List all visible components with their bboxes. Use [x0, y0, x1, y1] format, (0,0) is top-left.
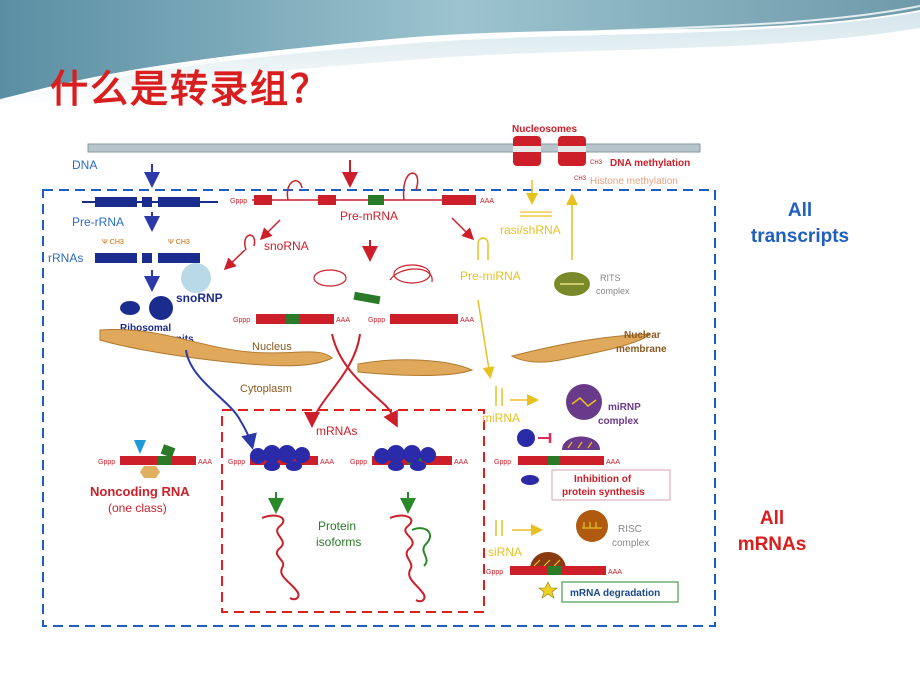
inhibited-subunit — [521, 475, 539, 485]
mirna-label: miRNA — [482, 411, 520, 425]
nucleosomes — [513, 136, 586, 166]
ch3-label-b: CH3 — [574, 176, 587, 182]
mrna-nucleus-2 — [390, 314, 458, 324]
pre-mirna-hairpin — [477, 237, 489, 260]
dna-methylation-label: DNA methylation — [610, 158, 690, 169]
mrnas-label: mRNAs — [316, 424, 357, 438]
snorna-loop — [244, 234, 256, 251]
histone-methylation-label: Histone methylation — [590, 176, 678, 187]
all-transcripts-label: All transcripts — [730, 198, 870, 250]
gppp-1: Gppp — [230, 198, 247, 205]
pre-mrna-label: Pre-mRNA — [340, 209, 398, 223]
mrna-degradation-label: mRNA degradation — [570, 588, 660, 599]
nucleosomes-label: Nucleosomes — [512, 124, 577, 135]
header-wave — [0, 0, 920, 110]
mirnp-label-2: complex — [598, 416, 639, 427]
slide-title: 什么是转录组？ — [50, 66, 331, 111]
risc-label-1: RISC — [618, 524, 642, 535]
aaa-7: AAA — [606, 459, 620, 466]
pre-rrna — [82, 197, 218, 207]
inhibition-label-1: Inhibition of — [574, 474, 632, 485]
aaa-5: AAA — [454, 459, 468, 466]
snorna-label: snoRNA — [264, 239, 309, 253]
protein-label-2: isoforms — [316, 535, 361, 549]
mrna-nucleus-1 — [256, 314, 334, 324]
risc-complex — [576, 510, 608, 542]
rits-label-2: complex — [596, 286, 630, 296]
noncoding-rna-strand — [120, 456, 196, 465]
spliced-introns — [313, 264, 433, 305]
polysome-2 — [372, 445, 452, 471]
protein-label-1: Protein — [318, 519, 356, 533]
mirna-target-mrna — [518, 456, 604, 465]
cytoplasm-label: Cytoplasm — [240, 383, 292, 395]
ch3-label-a: CH3 — [590, 160, 603, 166]
all-mrnas-line1: All — [759, 508, 785, 529]
nuclear-membrane — [99, 329, 652, 376]
mrna-degradation-box — [561, 581, 679, 603]
gppp-6: Gppp — [98, 459, 115, 466]
noncoding-green-block — [160, 444, 176, 458]
all-transcripts-line2: transcripts — [750, 226, 850, 247]
nuclear-label-1: Nuclear — [624, 330, 661, 341]
dna-label: DNA — [72, 158, 97, 172]
mirnp-label-1: miRNP — [608, 402, 641, 413]
inhibition-label-2: protein synthesis — [562, 487, 645, 498]
all-transcripts-box — [42, 189, 716, 627]
pre-rrna-label: Pre-rRNA — [72, 215, 124, 229]
gppp-4: Gppp — [228, 459, 245, 466]
psi-ch3-2: Ψ CH3 — [168, 239, 190, 246]
gppp-5: Gppp — [350, 459, 367, 466]
pre-mrna — [252, 172, 476, 205]
aaa-8: AAA — [608, 569, 622, 576]
inhibition-box — [551, 469, 671, 501]
aaa-4: AAA — [320, 459, 334, 466]
all-transcripts-line1: All — [787, 200, 813, 221]
gppp-7: Gppp — [494, 459, 511, 466]
ribosome-small — [120, 301, 140, 315]
all-mrnas-box — [221, 409, 485, 613]
cleavage-star — [538, 581, 558, 599]
aaa-3: AAA — [460, 317, 474, 324]
rasi-shrna-label: rasi/shRNA — [500, 223, 561, 237]
rits-label-1: RITS — [600, 273, 621, 283]
noncoding-hex — [140, 466, 160, 478]
protein-isoform-2 — [389, 514, 426, 603]
noncoding-rna-label: Noncoding RNA — [90, 484, 190, 499]
sirna-label: siRNA — [488, 545, 522, 559]
protein-isoform-1 — [261, 514, 300, 601]
one-class-label: (one class) — [108, 501, 167, 515]
aaa-2: AAA — [336, 317, 350, 324]
ribosomal-label-1: Ribosomal — [120, 323, 171, 334]
all-mrnas-label: All mRNAs — [722, 506, 822, 558]
noncoding-triangle — [134, 440, 146, 454]
nuclear-label-2: membrane — [616, 344, 667, 355]
pre-mirna-label: Pre-miRNA — [460, 269, 521, 283]
sirna-target-mrna — [510, 566, 606, 575]
psi-ch3-1: Ψ CH3 — [102, 239, 124, 246]
dna-strand — [87, 143, 701, 153]
risc-label-2: complex — [612, 538, 649, 549]
risc-on-mrna — [530, 552, 566, 570]
aaa-6: AAA — [198, 459, 212, 466]
ribosome-large — [149, 296, 173, 320]
aaa-1: AAA — [480, 198, 494, 205]
snornp-complex — [181, 263, 211, 293]
rrnas-label: rRNAs — [48, 251, 83, 265]
inhibited-ribosome — [517, 429, 535, 447]
transcriptome-diagram: DNA Nucleosomes CH3 CH3 DNA methylation … — [42, 124, 716, 627]
gppp-2: Gppp — [233, 317, 250, 324]
rrnas — [95, 253, 200, 263]
polysome-1 — [250, 445, 318, 471]
gppp-3: Gppp — [368, 317, 385, 324]
nucleus-label: Nucleus — [252, 341, 292, 353]
gppp-8: Gppp — [486, 569, 503, 576]
snornp-label: snoRNP — [176, 291, 223, 305]
all-mrnas-line2: mRNAs — [737, 534, 807, 555]
